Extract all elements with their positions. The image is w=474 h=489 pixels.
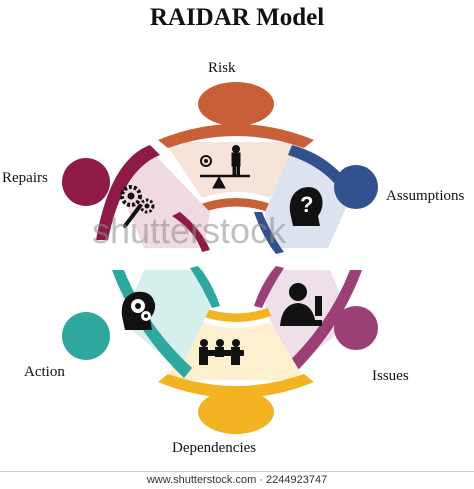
label-action: Action [24,364,65,380]
diagram-title: RAIDAR Model [149,4,325,31]
dependencies-arc [158,374,314,398]
head-question-icon: ? [289,187,323,226]
scale-balance-icon [200,145,250,189]
assumptions-head [334,165,378,209]
label-repairs: Repairs [2,170,48,186]
repairs-segment [62,145,210,252]
repairs-arc [96,145,160,240]
action-head [62,312,110,360]
label-risk: Risk [208,60,236,76]
footer-divider [0,471,474,472]
head-gears-icon [121,291,156,330]
dependencies-head [198,390,274,434]
svg-text:?: ? [300,192,313,217]
gears-wrench-icon [120,185,155,228]
risk-arc [158,124,314,148]
issues-head [334,306,378,350]
label-assumptions: Assumptions [386,188,465,204]
risk-head [198,82,274,126]
team-meeting-icon [199,339,244,365]
label-dependencies: Dependencies [172,440,257,456]
label-issues: Issues [372,368,409,384]
repairs-head [62,158,110,206]
person-exclamation-icon [280,283,322,326]
watermark-text: shutterstock [92,210,287,251]
footer-credit: www.shutterstock.com · 2244923747 [146,474,328,486]
